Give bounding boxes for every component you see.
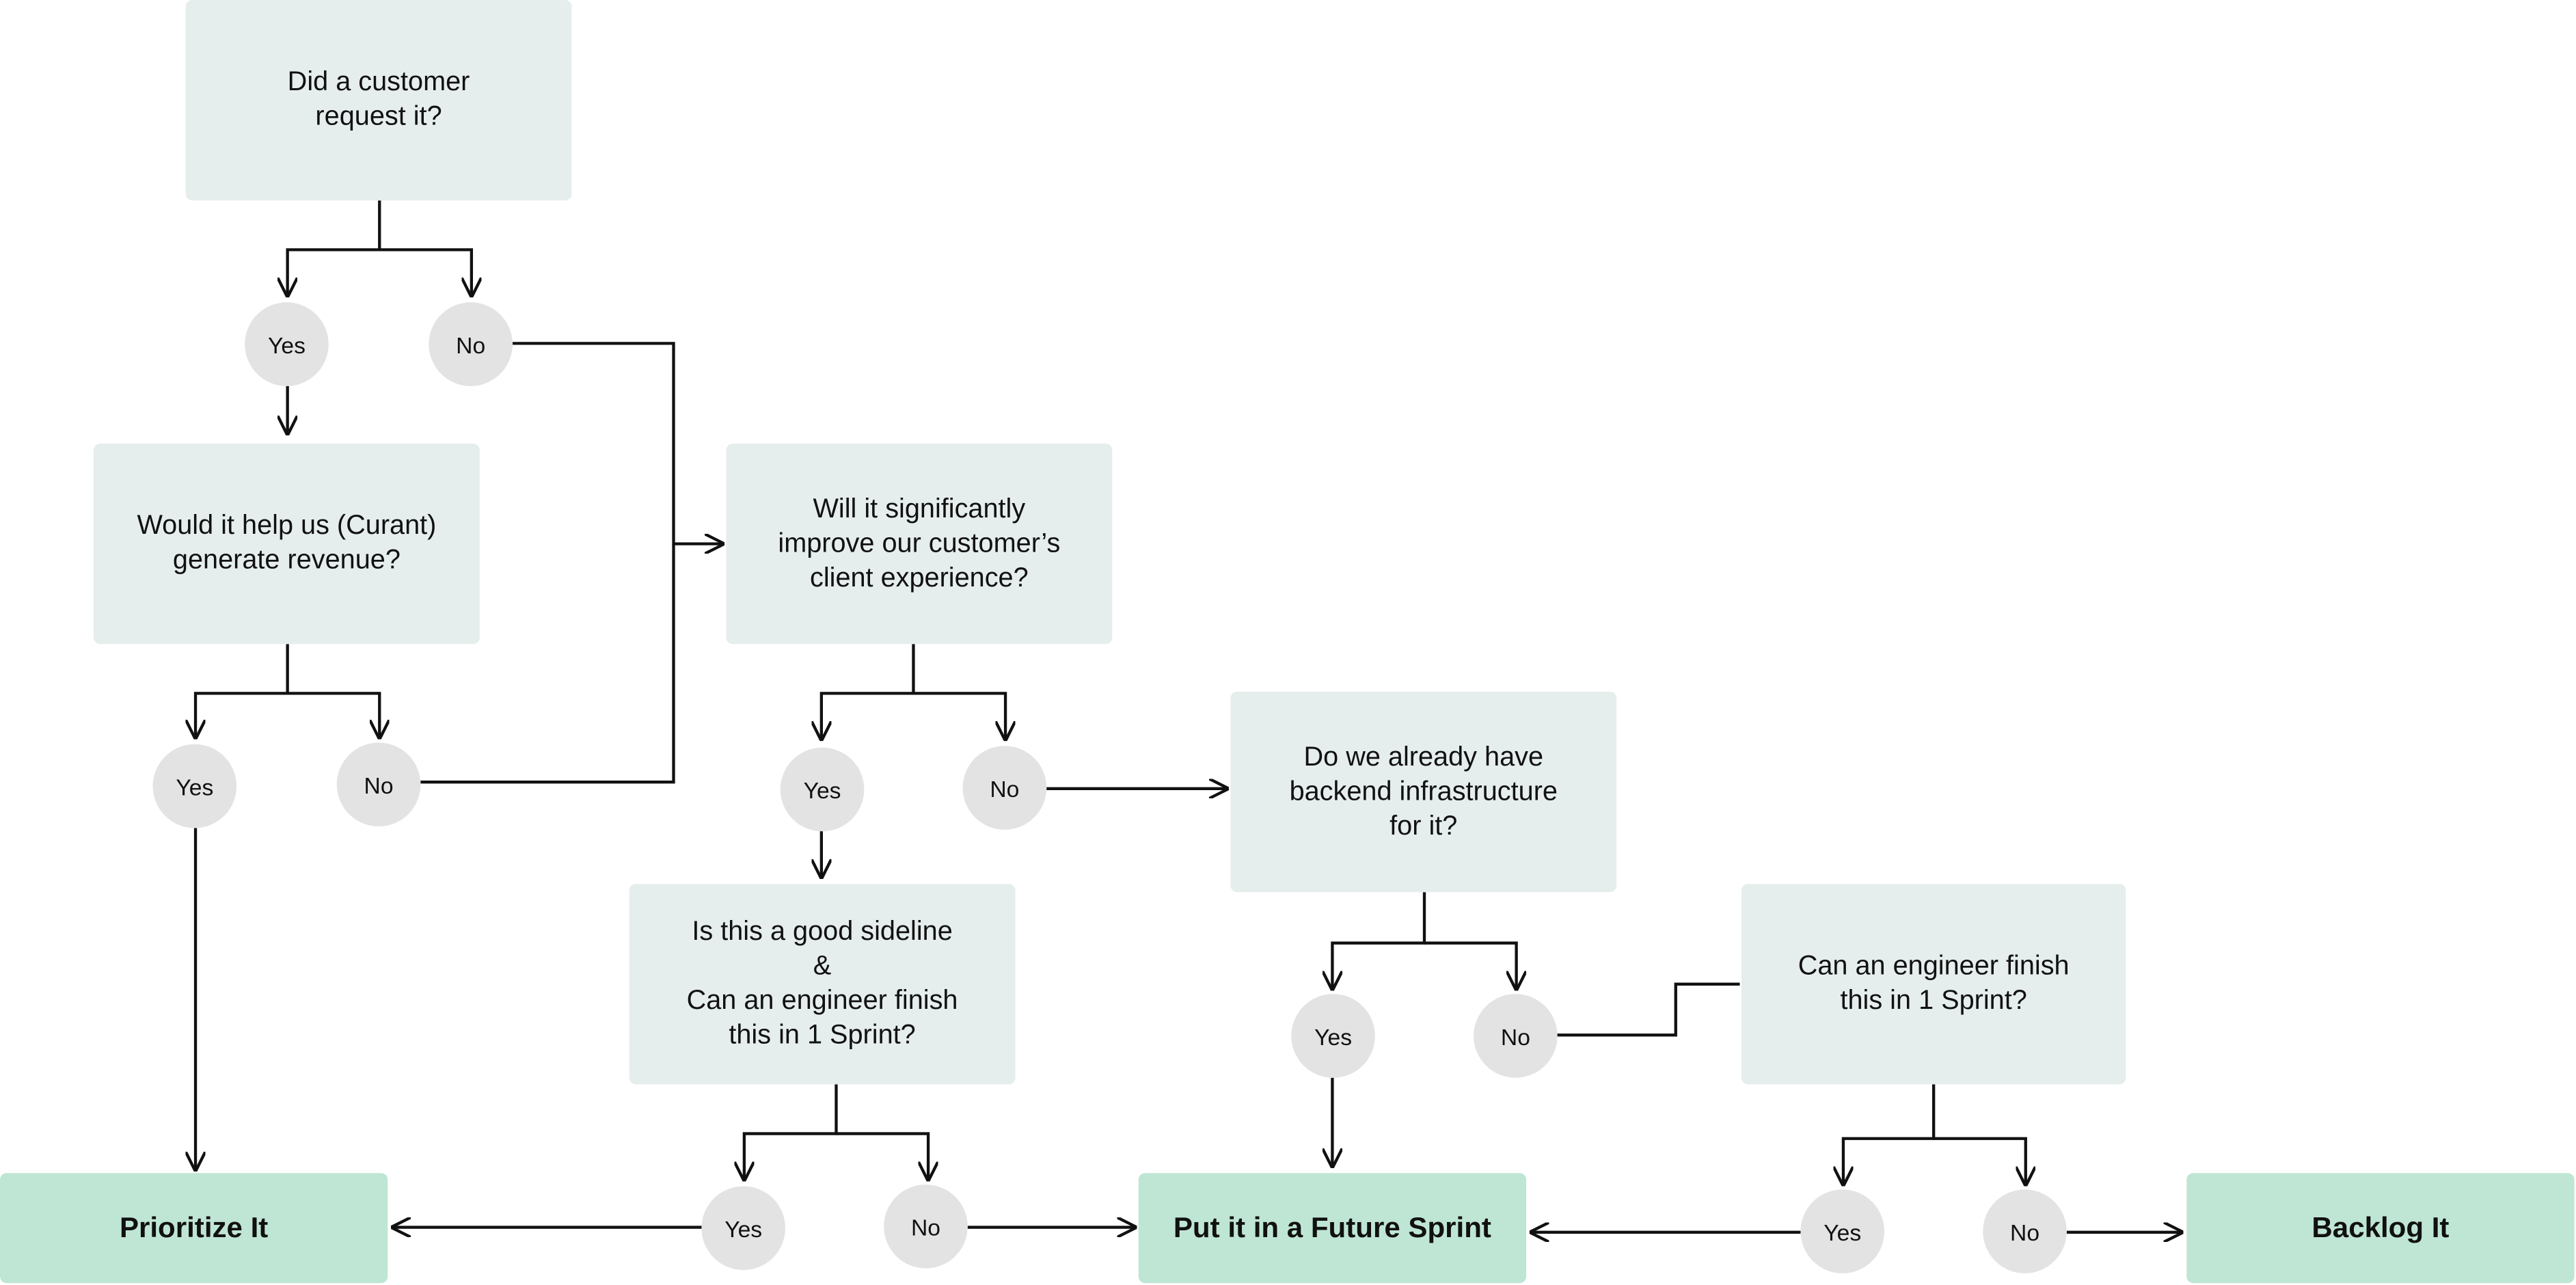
answer-no: No — [429, 302, 513, 386]
question-good-sideline: Is this a good sideline & Can an enginee… — [629, 884, 1016, 1085]
question-engineer-sprint-text: Can an engineer finish this in 1 Sprint? — [1798, 951, 2070, 1016]
question-customer-request-text: Did a customer request it? — [287, 67, 470, 132]
question-revenue-text: Would it help us (Curant) generate reven… — [137, 511, 437, 576]
question-client-experience-text: Will it significantly improve our custom… — [778, 493, 1061, 593]
outcome-prioritize: Prioritize It — [0, 1173, 388, 1284]
answer-no: No — [962, 746, 1047, 830]
outcome-backlog: Backlog It — [2186, 1173, 2575, 1284]
answer-no: No — [1983, 1189, 2067, 1273]
answer-no: No — [336, 742, 421, 827]
question-customer-request: Did a customer request it? — [185, 0, 572, 201]
answer-no: No — [884, 1185, 968, 1269]
answer-yes: Yes — [701, 1186, 785, 1271]
answer-yes: Yes — [152, 744, 237, 828]
question-client-experience: Will it significantly improve our custom… — [726, 443, 1113, 645]
outcome-future-sprint: Put it in a Future Sprint — [1138, 1173, 1527, 1284]
answer-yes: Yes — [780, 747, 865, 832]
answer-yes: Yes — [1291, 994, 1375, 1078]
question-backend-infrastructure: Do we already have backend infrastructur… — [1230, 691, 1617, 893]
question-good-sideline-text: Is this a good sideline & Can an enginee… — [686, 917, 958, 1050]
question-backend-infrastructure-text: Do we already have backend infrastructur… — [1289, 742, 1558, 841]
question-engineer-sprint: Can an engineer finish this in 1 Sprint? — [1741, 884, 2126, 1085]
answer-no: No — [1474, 994, 1558, 1078]
answer-yes: Yes — [1800, 1189, 1885, 1273]
question-revenue: Would it help us (Curant) generate reven… — [94, 443, 480, 645]
answer-yes: Yes — [245, 302, 329, 386]
